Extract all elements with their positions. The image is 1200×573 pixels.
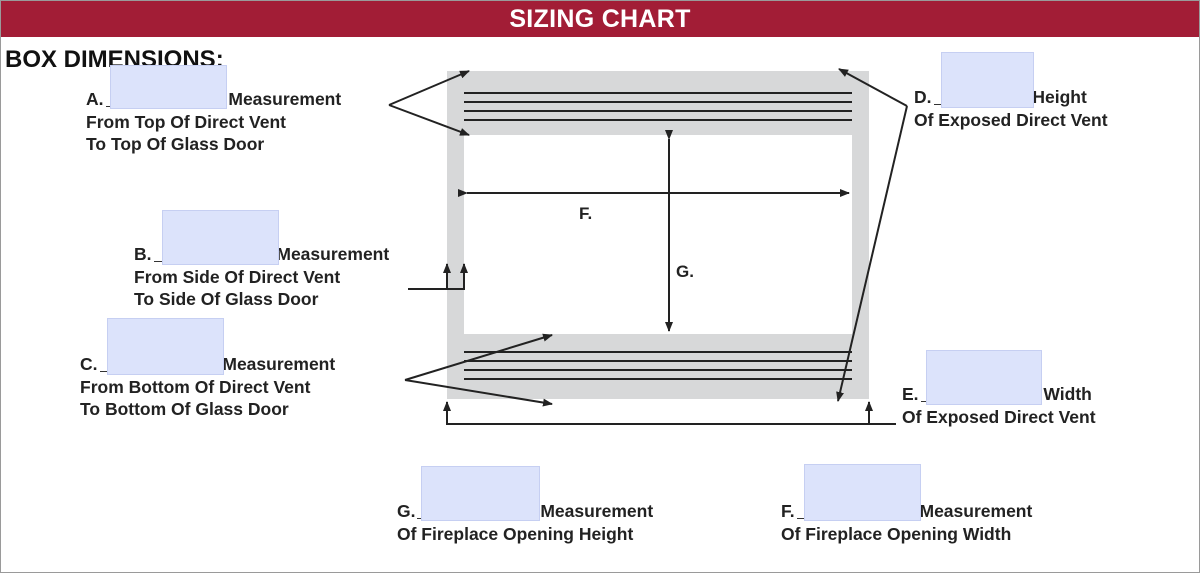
label-a-letter: A. — [86, 89, 104, 109]
label-d-letter: D. — [914, 87, 932, 107]
label-b-measurement: Measurement — [276, 244, 390, 264]
leader-lines — [388, 68, 908, 425]
label-f-line2: Of Fireplace Opening Width — [781, 523, 1012, 544]
label-g-letter: G. — [397, 501, 416, 521]
label-g: G. Measurement Of Fireplace Opening Heig… — [397, 500, 653, 545]
height-dimension-label: G. — [676, 262, 694, 281]
label-c-line3: To Bottom Of Glass Door — [80, 399, 289, 419]
field-f-input[interactable] — [804, 464, 921, 521]
label-d-line2: Of Exposed Direct Vent — [914, 109, 1108, 130]
label-a-measurement: Measurement — [228, 89, 342, 109]
label-a-line2: From Top Of Direct Vent — [86, 111, 286, 132]
field-g-input[interactable] — [421, 466, 540, 521]
label-e-letter: E. — [902, 384, 919, 404]
label-e-width: Width — [1043, 384, 1092, 404]
label-c-measurement: Measurement — [222, 354, 336, 374]
label-f-letter: F. — [781, 501, 795, 521]
top-louvers — [464, 92, 852, 121]
label-c-letter: C. — [80, 354, 98, 374]
field-a-input[interactable] — [110, 65, 227, 109]
label-a: A. Measurement From Top Of Direct Vent T… — [86, 88, 341, 156]
field-b-input[interactable] — [162, 210, 279, 265]
label-g-measurement: Measurement — [540, 501, 654, 521]
label-g-line2: Of Fireplace Opening Height — [397, 523, 634, 544]
label-b: B. Measurement From Side Of Direct Vent … — [134, 243, 389, 311]
field-e-input[interactable] — [926, 350, 1042, 405]
label-e-line2: Of Exposed Direct Vent — [902, 406, 1096, 427]
label-b-line3: To Side Of Glass Door — [134, 289, 319, 309]
label-a-line3: To Top Of Glass Door — [86, 134, 265, 154]
fireplace-opening — [464, 135, 852, 334]
label-d-height: Height — [1032, 87, 1087, 107]
label-f-measurement: Measurement — [919, 501, 1033, 521]
width-dimension-label: F. — [579, 204, 592, 223]
label-b-letter: B. — [134, 244, 152, 264]
label-b-line2: From Side Of Direct Vent — [134, 266, 341, 287]
label-e: E. Width Of Exposed Direct Vent — [902, 383, 1096, 428]
label-f: F. Measurement Of Fireplace Opening Widt… — [781, 500, 1032, 545]
label-c: C. Measurement From Bottom Of Direct Ven… — [80, 353, 335, 421]
field-c-input[interactable] — [107, 318, 224, 375]
bottom-louvers — [464, 351, 852, 380]
label-c-line2: From Bottom Of Direct Vent — [80, 376, 311, 397]
page-title: SIZING CHART — [1, 1, 1199, 37]
field-d-input[interactable] — [941, 52, 1034, 108]
